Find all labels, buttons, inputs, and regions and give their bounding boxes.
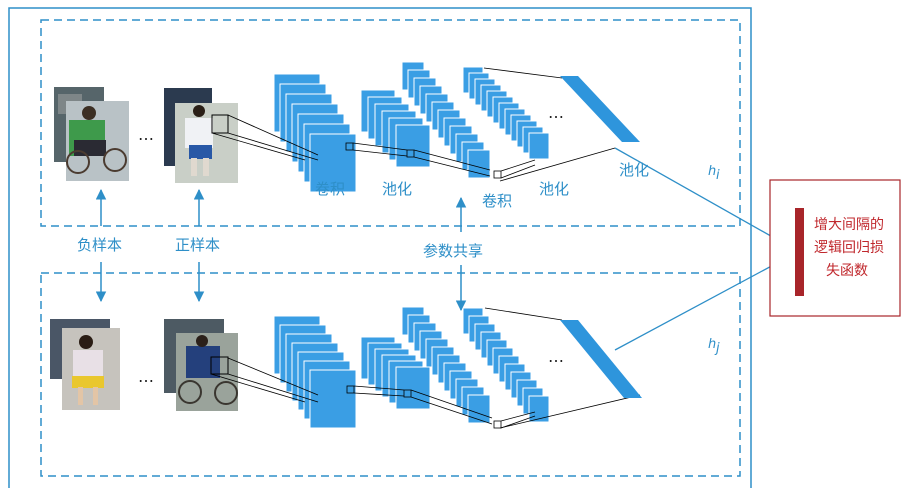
bottom-final-pool-slab (560, 320, 642, 398)
feature-map (528, 132, 550, 160)
top-image-ellipsis: … (138, 125, 154, 144)
bottom-positive-sample-images (164, 319, 238, 411)
svg-text:h: h (708, 337, 716, 352)
parameter-sharing-label: 参数共享 (423, 242, 483, 260)
svg-text:i: i (716, 168, 720, 183)
h-i-label: h i (708, 164, 720, 183)
loss-line-1: 增大间隔的 (814, 217, 884, 233)
h-j-label: h j (708, 337, 720, 356)
svg-text:j: j (714, 341, 720, 356)
top-conv2-maps (401, 61, 491, 179)
top-pool1-label: 池化 (382, 180, 412, 198)
top-pool2-label: 池化 (539, 180, 569, 198)
bottom-negative-sample-images (50, 319, 120, 410)
feature-map (309, 133, 357, 193)
positive-sample-label: 正样本 (175, 236, 220, 254)
svg-text:h: h (708, 164, 716, 179)
loss-line-2: 逻辑回归损 (814, 239, 884, 256)
top-positive-sample-images (164, 88, 238, 183)
bottom-output-arrow (614, 254, 793, 351)
top-layer-ellipsis: … (548, 103, 564, 122)
top-negative-sample-images (54, 87, 129, 181)
feature-map-layer (273, 61, 550, 429)
bottom-image-ellipsis: … (138, 367, 154, 386)
outer-frame (8, 7, 752, 488)
loss-line-3: 失函数 (826, 263, 868, 279)
top-pool2-maps (462, 66, 550, 160)
loss-function-box: 增大间隔的 逻辑回归损 失函数 (769, 179, 901, 317)
top-conv2-label: 卷积 (482, 192, 512, 210)
top-pool1-maps (360, 89, 431, 168)
feature-map (467, 394, 491, 424)
top-output-arrow (614, 147, 793, 249)
top-projection-lines (211, 67, 616, 182)
loss-bar (795, 208, 804, 296)
bottom-pool2-maps (462, 307, 550, 423)
negative-sample-label: 负样本 (77, 236, 122, 254)
top-final-pool-slab (560, 76, 640, 142)
feature-map (395, 366, 431, 410)
top-conv1-label: 卷积 (315, 180, 345, 198)
feature-map (309, 369, 357, 429)
bottom-projection-lines (210, 307, 641, 429)
feature-map (395, 124, 431, 168)
top-branch-frame (40, 19, 741, 227)
feature-map (528, 395, 550, 423)
bottom-conv1-maps (273, 315, 357, 429)
bottom-pool1-maps (360, 336, 431, 410)
top-pool3-label: 池化 (619, 161, 649, 179)
bottom-branch-frame (40, 272, 741, 477)
top-conv1-maps (273, 73, 357, 193)
bottom-layer-ellipsis: … (548, 347, 564, 366)
bottom-conv2-maps (401, 306, 491, 424)
feature-map (467, 149, 491, 179)
